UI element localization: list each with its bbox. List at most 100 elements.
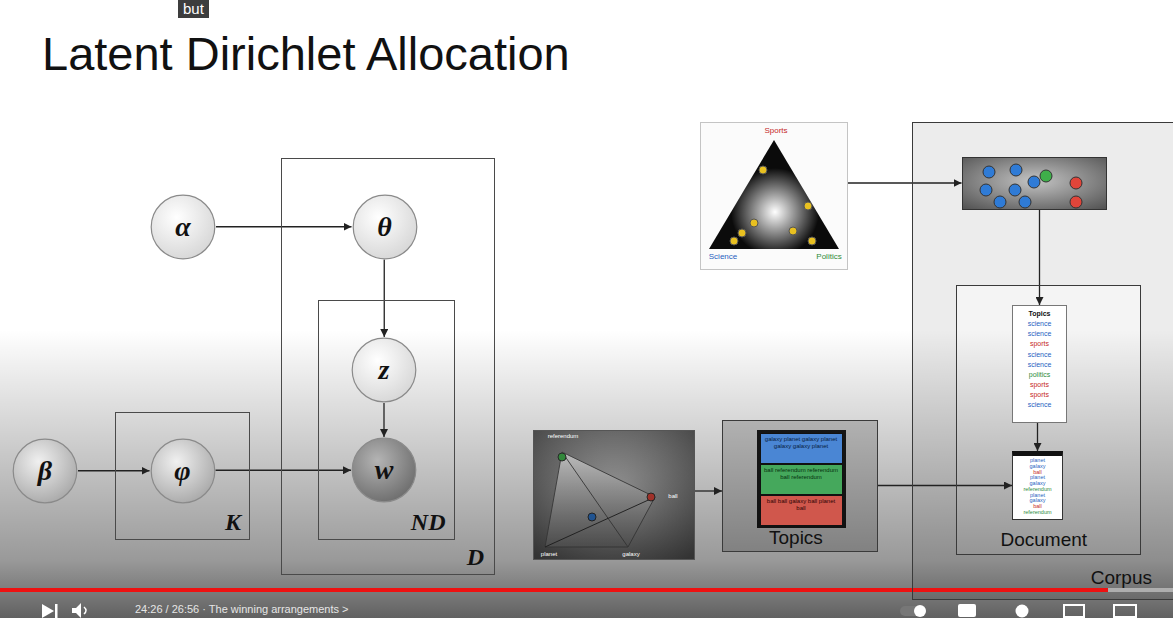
vertex-label: referendum	[548, 433, 579, 440]
corpus-plate: CorpusDocument Topicssciencesciencesports…	[912, 122, 1173, 600]
variable-symbol: w	[375, 456, 394, 484]
volume-wave	[84, 607, 86, 614]
plate-label: Topics	[769, 527, 823, 549]
yellow-dot	[759, 166, 767, 174]
theater-icon	[1114, 605, 1136, 617]
player-controls	[42, 603, 1136, 618]
arrow-connector	[1037, 423, 1038, 451]
yellow-dot	[738, 229, 746, 237]
settings-icon	[1016, 605, 1029, 618]
word-text: referendum	[1015, 510, 1060, 516]
yellow-dot	[730, 237, 738, 245]
plate-label: Document	[1001, 529, 1088, 551]
node-circle-outline	[352, 438, 416, 502]
red-dot	[1070, 177, 1082, 189]
word-text: science	[1015, 329, 1064, 339]
blue-dot	[1019, 196, 1031, 208]
arrow-connector	[216, 470, 352, 471]
yellow-dot	[808, 237, 816, 245]
latent-node: θ	[352, 194, 418, 260]
subtitles-icon	[958, 604, 976, 617]
plate-label: D	[467, 544, 484, 571]
node-circle-outline	[151, 195, 215, 259]
topic-mixture-dots	[730, 166, 816, 245]
corpus-box-fill	[962, 157, 1107, 210]
topic-plate: Kφ	[115, 412, 250, 540]
vertex-label: galaxy	[622, 551, 639, 558]
latent-node: z	[351, 337, 417, 403]
observed-node: w	[351, 437, 417, 503]
autoplay-toggle	[900, 606, 926, 616]
arrow-connector	[848, 182, 962, 183]
word-text: ball ball galaxy ball planet ball	[764, 498, 839, 512]
yellow-dot	[804, 202, 812, 210]
word-text: sports	[1015, 390, 1064, 400]
topic-stack-frame	[757, 430, 846, 528]
word-text: science	[1015, 350, 1064, 360]
word-text: science	[1015, 360, 1064, 370]
variable-symbol: θ	[377, 213, 392, 241]
red-dot	[1070, 196, 1082, 208]
word-text: politics	[1015, 370, 1064, 380]
vertex-label: Sports	[764, 127, 787, 136]
blue-dot	[980, 184, 992, 196]
slide-title: Latent Dirichlet Allocation	[42, 26, 570, 81]
document-clipboard: planetgalaxyballplanetgalaxyreferendumpl…	[1012, 451, 1063, 520]
arrow-connector	[216, 226, 352, 227]
word-text: galaxy planet galaxy planet galaxy galax…	[764, 436, 839, 450]
word-text: ball referendum referendum ball referend…	[764, 467, 839, 481]
word-plate: ND z w	[318, 300, 455, 540]
topic-assignment-list: Topicssciencesciencesportssciencescience…	[1012, 305, 1067, 423]
document-dots	[980, 164, 1082, 208]
plate-label: Corpus	[1091, 567, 1152, 589]
arrow-connector	[384, 260, 385, 338]
progress-rest	[1108, 588, 1173, 592]
hyperparameter-node: β	[12, 438, 78, 504]
arrow-connector	[878, 485, 1012, 486]
vertex-label: Science	[709, 253, 737, 262]
player-time: 24:26 / 26:56 · The winning arrangements…	[135, 603, 349, 616]
topics-plate: Topics galaxy planet galaxy planet galaxy…	[722, 420, 878, 552]
word-text: sports	[1015, 339, 1064, 349]
word-text: science	[1015, 319, 1064, 329]
progress-played	[0, 588, 1108, 592]
dirichlet-glow	[731, 168, 819, 256]
arrow-connector	[78, 470, 150, 471]
vertex-label: planet	[541, 551, 557, 558]
volume-icon	[72, 603, 81, 618]
yellow-dot	[750, 219, 758, 227]
blue-dot	[1009, 184, 1021, 196]
green-dot	[1040, 170, 1052, 182]
word-text: sports	[1015, 380, 1064, 390]
plate-label: K	[225, 509, 241, 536]
word-text: science	[1015, 400, 1064, 410]
miniplayer-icon	[1064, 605, 1084, 617]
simplex-panel	[700, 122, 848, 270]
topic-mixture-box	[962, 157, 1107, 210]
next-icon	[42, 604, 54, 618]
node-circle-outline	[352, 338, 416, 402]
latent-node: φ	[150, 438, 216, 504]
blue-dot	[994, 196, 1006, 208]
vertex-label: Politics	[816, 253, 841, 262]
word-simplex: referendum ball planet galaxy	[533, 430, 695, 560]
document-plate: Document Topicssciencesciencesportsscienc…	[956, 285, 1141, 555]
arrow-connector	[1039, 210, 1040, 306]
variable-symbol: β	[38, 457, 52, 485]
topic-word-box: ball referendum referendum ball referend…	[760, 464, 843, 495]
blue-dot	[983, 166, 995, 178]
vertex-label: ball	[668, 493, 677, 500]
topic-word-box: galaxy planet galaxy planet galaxy galax…	[760, 433, 843, 464]
topic-word-box: ball ball galaxy ball planet ball	[760, 495, 843, 526]
video-shade	[0, 330, 1173, 618]
subtitle-caption: but	[178, 0, 209, 18]
variable-symbol: α	[175, 213, 191, 241]
topic-simplex: SportsScience Politics	[700, 122, 848, 270]
variable-symbol: z	[379, 356, 390, 384]
node-circle-outline	[13, 439, 77, 503]
variable-symbol: φ	[174, 457, 190, 485]
plate-label: ND	[411, 509, 446, 536]
node-circle-outline	[151, 439, 215, 503]
